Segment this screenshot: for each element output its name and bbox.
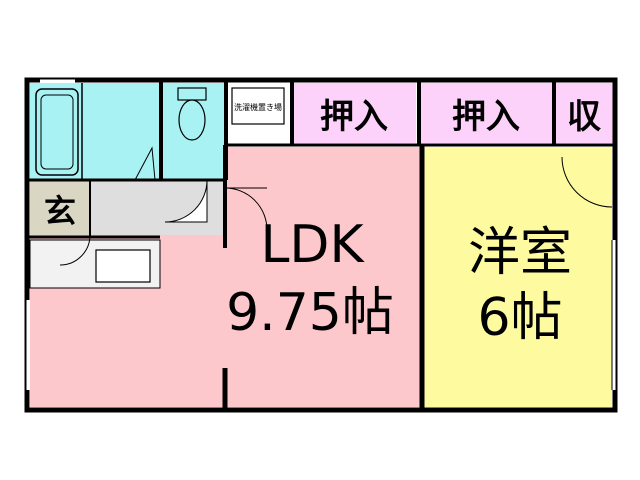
entry-door-swing — [59, 234, 91, 266]
western-size: 6帖 — [477, 288, 562, 348]
ldk-name: LDK — [260, 215, 365, 275]
closet-1 — [292, 83, 416, 143]
closet-2-label: 押入 — [452, 97, 520, 137]
bathtub-inner — [40, 94, 74, 170]
genkan-label: 玄 — [44, 192, 76, 230]
toilet-tank — [177, 87, 207, 101]
laundry-label: 洗濯機置き場 — [234, 102, 282, 112]
western-room — [422, 147, 612, 407]
ldk-size: 9.75帖 — [226, 283, 394, 343]
closet-2 — [420, 83, 552, 143]
storage-label: 収 — [567, 97, 601, 137]
sink — [95, 249, 151, 283]
western-name: 洋室 — [468, 223, 572, 283]
western-door-swing — [561, 156, 613, 208]
storage-closet — [555, 83, 613, 143]
bathtub — [35, 88, 79, 176]
laundry-pan — [231, 87, 285, 125]
closet-1-label: 押入 — [320, 97, 388, 137]
toilet-bowl — [178, 99, 206, 141]
genkan-area — [30, 180, 90, 235]
bath-door-swing — [134, 146, 156, 181]
ldk-door-swing — [224, 187, 268, 231]
